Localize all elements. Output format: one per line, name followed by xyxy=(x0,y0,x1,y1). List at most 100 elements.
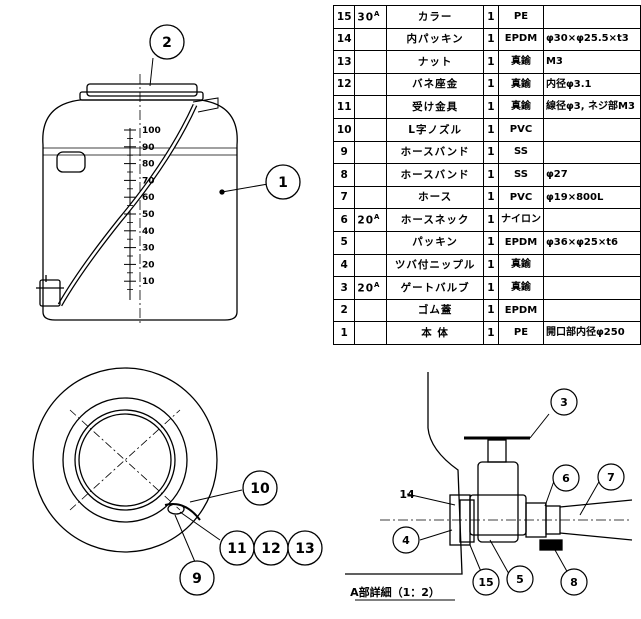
part-size: 20A xyxy=(354,276,388,300)
part-number: 9 xyxy=(332,140,356,165)
part-material: 真鍮 xyxy=(497,276,544,300)
balloon-detail-8-label: 8 xyxy=(570,576,578,589)
tank-wall xyxy=(345,372,463,575)
scale-label: 10 xyxy=(142,277,155,287)
scale-label: 50 xyxy=(142,210,155,220)
part-number: 10 xyxy=(332,117,356,142)
part-note: 内径φ3.1 xyxy=(542,72,641,97)
part-note xyxy=(542,140,641,165)
part-quantity: 1 xyxy=(482,163,499,187)
part-name: ホース xyxy=(386,185,484,210)
part-name: ホースバンド xyxy=(386,140,484,165)
part-size-unit: A xyxy=(374,213,381,222)
balloon-detail-14: 14 xyxy=(399,488,415,501)
part-name: ホースバンド xyxy=(386,163,484,187)
balloon-detail-7: 7 xyxy=(597,463,625,491)
part-number: 1 xyxy=(332,321,356,345)
balloon-detail-15: 15 xyxy=(472,568,500,596)
part-size xyxy=(354,163,388,187)
part-number: 14 xyxy=(332,27,356,52)
part-material: PE xyxy=(497,5,544,29)
part-size-unit: A xyxy=(374,9,381,18)
balloon-top-9: 9 xyxy=(179,560,215,596)
part-note: M3 xyxy=(542,50,641,74)
part-note: φ19×800L xyxy=(542,185,641,210)
part-note xyxy=(542,5,641,29)
part-number: 5 xyxy=(332,230,356,255)
detail-view xyxy=(345,372,633,601)
part-note: φ30×φ25.5×t3 xyxy=(542,27,641,52)
part-size xyxy=(354,117,388,142)
part-quantity: 1 xyxy=(482,185,499,210)
part-number: 3 xyxy=(332,276,356,300)
part-note: 線径φ3, ネジ部M3 xyxy=(542,95,641,119)
part-number: 15 xyxy=(332,5,356,29)
balloon-front-1: 1 xyxy=(265,164,301,200)
part-number: 4 xyxy=(332,253,356,278)
balloon-top-12: 12 xyxy=(253,530,289,566)
balloon-detail-4: 4 xyxy=(392,526,420,554)
part-size xyxy=(354,72,388,97)
part-quantity: 1 xyxy=(482,50,499,74)
scale-label: 30 xyxy=(142,244,155,254)
part-number: 13 xyxy=(332,50,356,74)
detail-title: A部詳細（1：2） xyxy=(350,585,440,599)
part-name: ゲートバルブ xyxy=(386,276,484,300)
part-material: ナイロン xyxy=(497,208,544,232)
balloon-top-13: 13 xyxy=(287,530,323,566)
balloon-detail-6: 6 xyxy=(552,464,580,492)
balloon-top-13-label: 13 xyxy=(295,541,314,557)
balloon-detail-5-label: 5 xyxy=(516,573,524,586)
part-note xyxy=(542,276,641,300)
top-view xyxy=(32,367,243,563)
scale-label: 100 xyxy=(142,126,161,136)
part-number: 6 xyxy=(332,208,356,232)
part-size xyxy=(354,140,388,165)
part-number: 12 xyxy=(332,72,356,97)
scale-label: 80 xyxy=(142,160,155,170)
part-quantity: 1 xyxy=(482,117,499,142)
tank-top-outer xyxy=(32,367,218,553)
part-name: ナット xyxy=(386,50,484,74)
part-material: EPDM xyxy=(497,298,544,323)
balloon-front-2-label: 2 xyxy=(162,35,172,51)
part-number: 8 xyxy=(332,163,356,187)
balloon-detail-15-label: 15 xyxy=(478,576,493,589)
balloon-top-11-label: 11 xyxy=(227,541,246,557)
part-quantity: 1 xyxy=(482,276,499,300)
part-name: ツバ付ニップル xyxy=(386,253,484,278)
scale-label: 40 xyxy=(142,227,155,237)
balloon-top-9-label: 9 xyxy=(192,571,202,587)
part-number: 7 xyxy=(332,185,356,210)
part-quantity: 1 xyxy=(482,298,499,323)
scale-label: 20 xyxy=(142,260,155,270)
part-material: SS xyxy=(497,140,544,165)
part-quantity: 1 xyxy=(482,208,499,232)
part-size xyxy=(354,253,388,278)
part-name: ホースネック xyxy=(386,208,484,232)
part-note: φ27 xyxy=(542,163,641,187)
part-name: カラー xyxy=(386,5,484,29)
balloon-top-12-label: 12 xyxy=(261,541,280,557)
part-note xyxy=(542,117,641,142)
part-name: パッキン xyxy=(386,230,484,255)
balloon-top-11: 11 xyxy=(219,530,255,566)
balloon-front-1-label: 1 xyxy=(278,175,288,191)
part-name: 受け金具 xyxy=(386,95,484,119)
part-size xyxy=(354,50,388,74)
gate-valve xyxy=(477,461,519,543)
part-name: L字ノズル xyxy=(386,117,484,142)
rubber-lid xyxy=(86,83,198,97)
part-material: SS xyxy=(497,163,544,187)
part-material: PVC xyxy=(497,185,544,210)
balloon-detail-7-label: 7 xyxy=(607,471,615,484)
part-size xyxy=(354,298,388,323)
part-note xyxy=(542,298,641,323)
part-material: EPDM xyxy=(497,27,544,52)
